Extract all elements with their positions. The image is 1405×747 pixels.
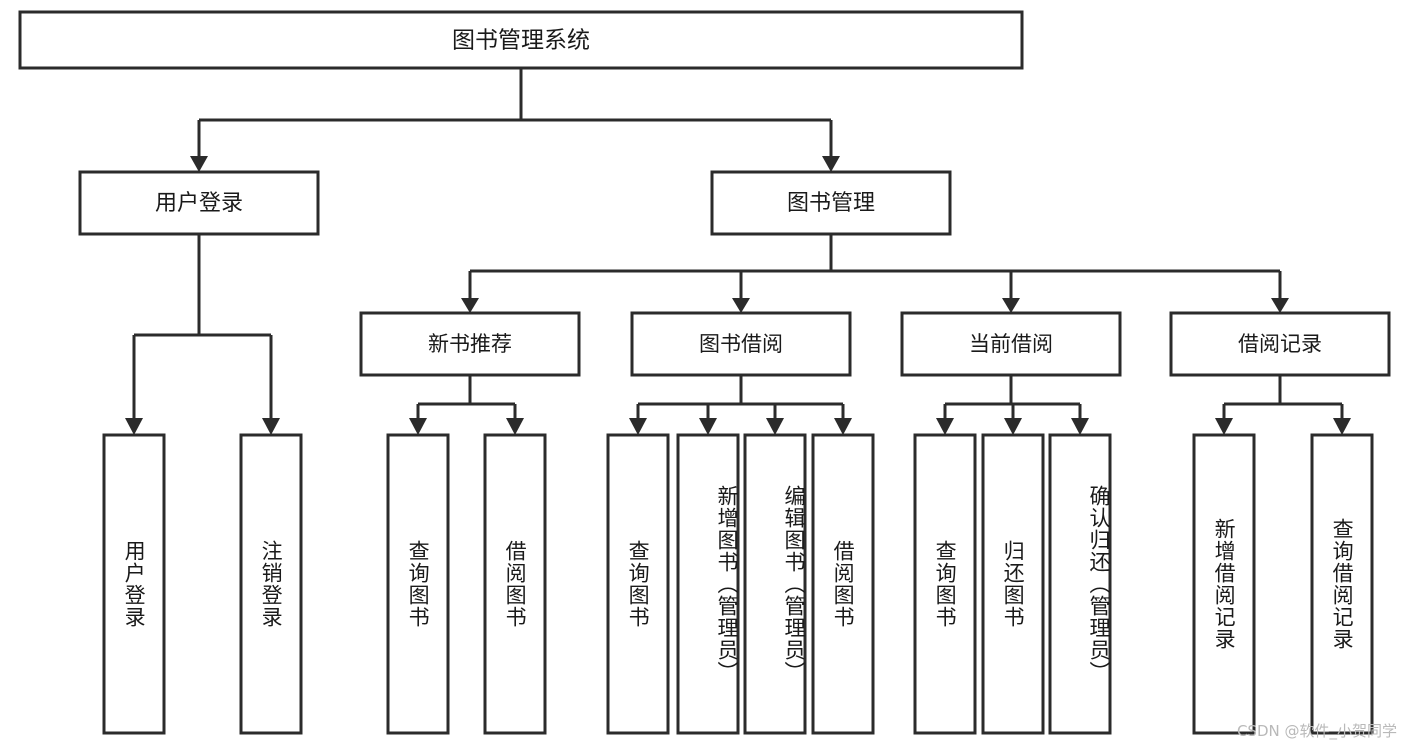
leaf-box-bb-borrow-book[interactable] xyxy=(811,433,875,735)
arrowhead-user-login xyxy=(190,156,208,172)
arrowhead-bb-add xyxy=(699,418,717,435)
arrowhead-br-query xyxy=(1333,418,1351,435)
node-root[interactable]: 图书管理系统 xyxy=(18,10,1024,70)
connector-group-book-mgmt xyxy=(461,234,1289,313)
arrowhead-bb-query xyxy=(629,418,647,435)
node-book-management-box[interactable] xyxy=(710,170,952,236)
arrowhead-bb-borrow xyxy=(834,418,852,435)
arrowhead-cb-query xyxy=(936,418,954,435)
arrowhead-new-book-rec xyxy=(461,298,479,313)
node-book-management-label: 图书管理 xyxy=(787,191,875,216)
arrowhead-nbr-borrow xyxy=(506,418,524,435)
node-book-borrow[interactable]: 图书借阅 xyxy=(630,311,852,377)
arrowhead-bb-edit xyxy=(766,418,784,435)
leaf-box-user-login[interactable] xyxy=(102,433,166,735)
node-book-borrow-label: 图书借阅 xyxy=(699,332,783,356)
arrowhead-current-borrow xyxy=(1002,298,1020,313)
node-new-book-recommend-box[interactable] xyxy=(359,311,581,377)
leaf-box-br-query-record[interactable] xyxy=(1310,433,1374,735)
arrowhead-cb-confirm xyxy=(1071,418,1089,435)
leaf-box-nbr-borrow-book[interactable] xyxy=(483,433,547,735)
node-borrow-record[interactable]: 借阅记录 xyxy=(1169,311,1391,377)
node-user-login-label: 用户登录 xyxy=(155,191,243,216)
node-user-login-box[interactable] xyxy=(78,170,320,236)
leaf-box-cb-confirm-return[interactable] xyxy=(1048,433,1112,735)
node-user-login[interactable]: 用户登录 xyxy=(78,170,320,236)
node-book-borrow-box[interactable] xyxy=(630,311,852,377)
node-current-borrow-box[interactable] xyxy=(900,311,1122,377)
leaf-box-bb-query-book[interactable] xyxy=(606,433,670,735)
node-current-borrow[interactable]: 当前借阅 xyxy=(900,311,1122,377)
connector-group-new-book-rec xyxy=(409,375,524,435)
arrowhead-borrow-record xyxy=(1271,298,1289,313)
connector-group-root xyxy=(190,68,840,172)
node-current-borrow-label: 当前借阅 xyxy=(969,332,1053,356)
node-new-book-recommend[interactable]: 新书推荐 xyxy=(359,311,581,377)
watermark: CSDN @软件_小贺同学 xyxy=(1236,722,1397,740)
node-borrow-record-label: 借阅记录 xyxy=(1238,332,1322,356)
leaf-box-bb-add-book[interactable] xyxy=(676,433,740,735)
leaf-box-logout[interactable] xyxy=(239,433,303,735)
arrowhead-cb-return xyxy=(1004,418,1022,435)
leaf-box-cb-return-book[interactable] xyxy=(981,433,1045,735)
arrowhead-book-borrow xyxy=(732,298,750,313)
arrowhead-nbr-query xyxy=(409,418,427,435)
arrowhead-leaf-user-login xyxy=(125,418,143,435)
connector-group-user-login xyxy=(125,234,280,435)
leaf-box-bb-edit-book[interactable] xyxy=(743,433,807,735)
leaf-box-cb-query-book[interactable] xyxy=(913,433,977,735)
node-borrow-record-box[interactable] xyxy=(1169,311,1391,377)
node-root-box[interactable] xyxy=(18,10,1024,70)
connector-group-current-borrow xyxy=(936,375,1089,435)
node-root-label: 图书管理系统 xyxy=(452,28,590,54)
arrowhead-leaf-logout xyxy=(262,418,280,435)
leaf-box-nbr-query-book[interactable] xyxy=(386,433,450,735)
node-new-book-recommend-label: 新书推荐 xyxy=(428,332,512,356)
connector-group-book-borrow xyxy=(629,375,852,435)
connector-group-borrow-record xyxy=(1215,375,1351,435)
arrowhead-br-add xyxy=(1215,418,1233,435)
node-book-management[interactable]: 图书管理 xyxy=(710,170,952,236)
leaf-box-br-add-record[interactable] xyxy=(1192,433,1256,735)
arrowhead-book-mgmt xyxy=(822,156,840,172)
